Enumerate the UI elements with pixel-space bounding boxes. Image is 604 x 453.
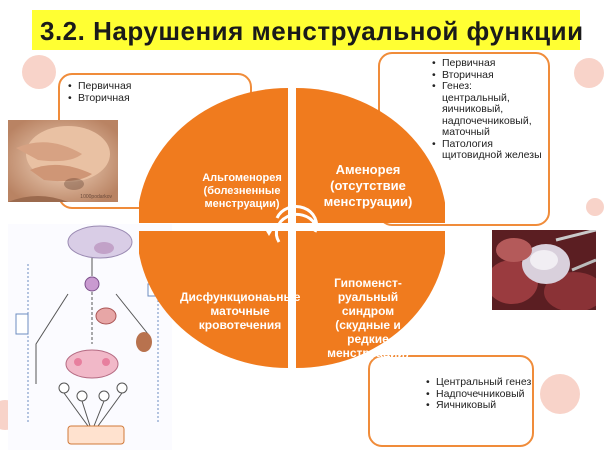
bottom-right-info-box: Центральный генез Надпочечниковый Яичник… [368,355,534,447]
quadrant-label-amenorrhea: Аменорея (отсутствие менструации) [323,162,413,209]
page-title: 3.2. Нарушения менструальной функции [40,16,584,46]
top-right-info-box: Первичная Вторичная Генез: центральный, … [378,52,550,226]
decor-circle [586,198,604,216]
abdomen-photo: 1000podarkov [8,120,118,202]
quadrant-label-hypomenstrual: Гипоменст-руальный синдром (скудные и ре… [327,276,409,360]
menstrual-disorders-circle [139,88,445,368]
decor-circle [574,58,604,88]
list-item: Первичная [432,57,542,70]
surgery-photo [492,230,596,310]
photo-caption: 1000podarkov [80,194,112,200]
list-item: Генез: центральный, яичниковый, надпочеч… [432,80,542,139]
list-item: Патология щитовидной железы [432,138,542,162]
decor-circle [540,374,580,414]
quadrant-top-right [296,88,445,223]
list-item: Первичная [68,80,250,93]
abdomen-photo-image [8,120,118,202]
list-item: Надпочечниковый [426,388,532,401]
quadrant-bottom-right [296,231,445,368]
quadrant-label-dysfunctional-bleeding: Дисфункционаьные маточные кровотечения [180,290,301,332]
decor-circle [22,55,56,89]
list-item: Вторичная [68,92,250,105]
list-item: Яичниковый [426,399,532,412]
quadrant-label-algomenorrhea: Альгоменорея (болезненные менструации) [202,172,282,210]
surgery-photo-image [492,230,596,310]
cycle-arrows-icon [263,205,321,243]
title-banner: 3.2. Нарушения менструальной функции [32,10,583,50]
quadrant-bottom-left [139,231,288,368]
quadrant-top-left [139,88,288,223]
list-item: Центральный генез [426,376,532,389]
list-item: Вторичная [432,69,542,82]
